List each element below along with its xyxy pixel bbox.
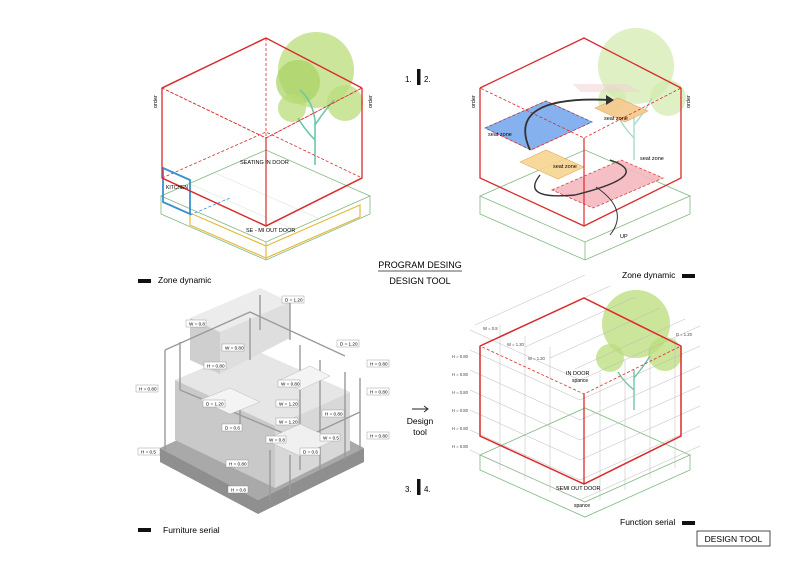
dim-label: H = 0.80 xyxy=(452,426,469,431)
panel-function-serial: IN DOOR spance SEMI OUT DOOR spance W = … xyxy=(452,274,701,518)
dim-tag: D = 1.20 xyxy=(281,295,305,304)
step-indicator-bottom: 3. 4. xyxy=(405,479,431,495)
svg-text:W = 0.80: W = 0.80 xyxy=(281,382,300,387)
dim-label: W = 0.8 xyxy=(483,326,498,331)
panel-zone-dynamic-1: order order SEATING IN DOOR KITCHEN SE -… xyxy=(153,32,374,261)
arrow-right-icon xyxy=(412,405,429,413)
order-right-label: order xyxy=(368,95,374,108)
svg-text:H = 0.80: H = 0.80 xyxy=(207,364,225,369)
dim-tag: W = 0.80 xyxy=(277,379,301,388)
svg-text:H = 0.80: H = 0.80 xyxy=(370,390,388,395)
dim-tag: H = 0.80 xyxy=(225,459,249,468)
step-3-label: 3. xyxy=(405,485,412,494)
semi-outdoor-space-label: spance xyxy=(574,503,590,509)
semi-outdoor-label-2: SEMI OUT DOOR xyxy=(556,486,601,492)
design-tool-subtitle: DESIGN TOOL xyxy=(389,276,450,286)
dim-tag: H = 0.80 xyxy=(366,359,390,368)
caption-function-serial: Function serial xyxy=(620,517,675,527)
design-tool-box-label: DESIGN TOOL xyxy=(705,534,763,544)
dim-label: H = 0.80 xyxy=(452,390,469,395)
svg-text:D = 0.6: D = 0.6 xyxy=(303,450,318,455)
caption-furniture-serial: Furniture serial xyxy=(163,525,220,535)
svg-text:W = 0.8: W = 0.8 xyxy=(269,438,285,443)
svg-text:W = 0.8: W = 0.8 xyxy=(189,322,205,327)
dim-tag: H = 0.80 xyxy=(366,387,390,396)
dim-tag: H = 0.80 xyxy=(366,431,390,440)
panel-furniture-serial: D = 1.20 W = 0.8 D = 1.20 W = 0.80 H = 0… xyxy=(135,288,390,514)
seating-indoor-label: SEATING IN DOOR xyxy=(240,160,289,166)
dim-tag: D = 1.20 xyxy=(336,339,360,348)
seat-zone-pink-label: seat zone xyxy=(640,156,664,162)
dim-tag: W = 0.8 xyxy=(265,435,287,444)
dim-tag: H = 0.80 xyxy=(203,361,227,370)
dim-tag: H = 0.80 xyxy=(321,409,345,418)
dim-tag: H = 0.5 xyxy=(137,447,161,456)
caption-zone-dynamic-1: Zone dynamic xyxy=(158,275,212,285)
order-right-label-2: order xyxy=(686,95,692,108)
dim-label: H = 0.80 xyxy=(452,444,469,449)
indoor-space-label: spance xyxy=(572,378,588,384)
seat-zone-orange-mid-label: seat zone xyxy=(553,164,577,170)
up-label: UP xyxy=(620,234,628,240)
svg-text:D = 0.6: D = 0.6 xyxy=(225,426,240,431)
svg-text:H = 0.8: H = 0.8 xyxy=(231,488,246,493)
dim-label: H = 0.80 xyxy=(452,354,469,359)
design-label: Design xyxy=(407,416,434,426)
dim-tag: W = 0.5 xyxy=(319,433,341,442)
dim-tag: H = 0.8 xyxy=(227,485,249,494)
dim-label: D = 1.20 xyxy=(676,332,693,337)
seat-zone-orange-top-label: seat zone xyxy=(604,116,628,122)
dim-label: H = 0.80 xyxy=(452,408,469,413)
caption-bar-3 xyxy=(138,528,151,532)
dim-tag: W = 0.80 xyxy=(221,343,245,352)
design-tool-arrow: Design tool xyxy=(407,405,434,437)
svg-text:H = 0.80: H = 0.80 xyxy=(370,434,388,439)
svg-text:D = 1.20: D = 1.20 xyxy=(285,298,303,303)
tree-icon-2 xyxy=(598,28,686,160)
caption-bar-4 xyxy=(682,521,695,525)
caption-bar-2 xyxy=(682,274,695,278)
dim-label: W = 1.20 xyxy=(528,356,546,361)
svg-text:H = 0.80: H = 0.80 xyxy=(229,462,247,467)
design-tool-box xyxy=(696,530,771,547)
svg-text:H = 0.5: H = 0.5 xyxy=(141,450,156,455)
order-left-label-2: order xyxy=(471,95,477,108)
svg-text:H = 0.80: H = 0.80 xyxy=(139,387,157,392)
step-1-label: 1. xyxy=(405,75,412,84)
dim-tag: D = 0.6 xyxy=(299,447,321,456)
step-2-label: 2. xyxy=(424,75,431,84)
svg-text:W = 0.5: W = 0.5 xyxy=(323,436,339,441)
svg-text:H = 0.80: H = 0.80 xyxy=(325,412,343,417)
dim-tag: D = 0.6 xyxy=(221,423,243,432)
svg-text:H = 0.80: H = 0.80 xyxy=(370,362,388,367)
indoor-label: IN DOOR xyxy=(566,371,590,377)
svg-text:W = 0.80: W = 0.80 xyxy=(225,346,244,351)
kitchen-label: KITCHEN xyxy=(166,185,188,191)
step-indicator-top: 1. 2. xyxy=(405,69,431,85)
caption-bar-1 xyxy=(138,279,151,283)
seat-zone-blue-label: seat zone xyxy=(488,132,512,138)
dim-label: H = 0.80 xyxy=(452,372,469,377)
center-title-block: PROGRAM DESING DESIGN TOOL xyxy=(378,260,462,286)
svg-text:W = 1.20: W = 1.20 xyxy=(279,402,298,407)
dim-tag: W = 1.20 xyxy=(275,399,299,408)
svg-text:D = 1.20: D = 1.20 xyxy=(206,402,224,407)
program-title: PROGRAM DESING xyxy=(378,260,462,270)
svg-text:W = 1.20: W = 1.20 xyxy=(279,420,298,425)
order-left-label: order xyxy=(153,95,159,108)
dim-tag: H = 0.80 xyxy=(135,384,159,393)
tool-label: tool xyxy=(413,427,427,437)
step-4-label: 4. xyxy=(424,485,431,494)
caption-zone-dynamic-2: Zone dynamic xyxy=(622,270,676,280)
tree-icon xyxy=(276,32,363,165)
dim-label: W = 1.20 xyxy=(507,342,525,347)
panel-zone-dynamic-2: order order seat zone seat zone seat zon… xyxy=(471,28,692,261)
dim-tag: D = 1.20 xyxy=(202,399,226,408)
semi-outdoor-label: SE - MI OUT DOOR xyxy=(246,228,295,234)
dim-tag: W = 1.20 xyxy=(275,417,299,426)
svg-text:D = 1.20: D = 1.20 xyxy=(340,342,358,347)
tree-icon-3 xyxy=(596,290,682,410)
dim-tag: W = 0.8 xyxy=(185,319,207,328)
